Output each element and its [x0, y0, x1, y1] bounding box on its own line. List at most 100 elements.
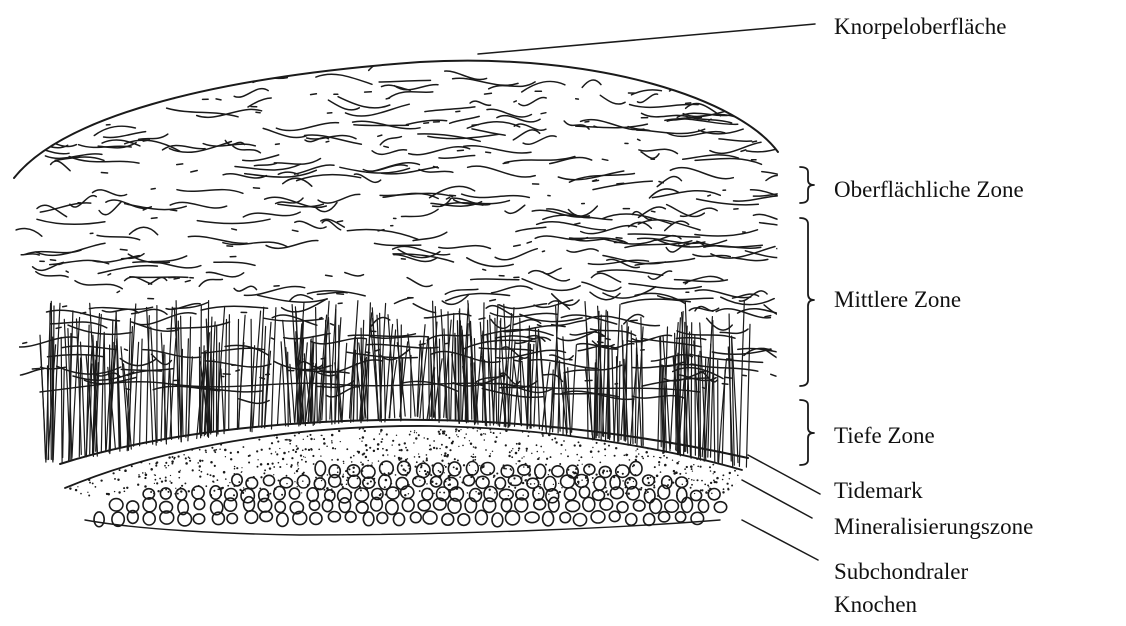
stipple-dot: [508, 455, 510, 457]
stipple-dot: [691, 468, 693, 470]
stipple-dot: [294, 481, 295, 482]
stipple-dot: [479, 465, 480, 466]
stipple-dot: [445, 434, 447, 436]
stipple-dot: [457, 460, 459, 462]
stipple-dot: [75, 489, 77, 491]
stipple-dot: [131, 461, 132, 462]
stipple-dot: [656, 475, 659, 478]
stipple-dot: [709, 466, 711, 468]
stipple-dot: [581, 479, 583, 481]
stipple-dot: [122, 435, 124, 437]
stipple-dot: [606, 470, 608, 472]
collagen-fibre: [372, 150, 406, 155]
stipple-dot: [286, 439, 288, 441]
stipple-dot: [471, 456, 473, 458]
stipple-dot: [514, 487, 516, 489]
stipple-dot: [441, 444, 443, 446]
stipple-dot: [362, 436, 365, 439]
stipple-dot: [658, 461, 660, 463]
stipple-dot: [414, 430, 415, 431]
stipple-dot: [722, 474, 724, 476]
bone-cell: [579, 486, 589, 498]
stipple-dot: [395, 490, 397, 492]
stipple-dot: [290, 439, 292, 441]
deep-fibre: [272, 308, 276, 429]
stipple-dot: [722, 479, 724, 481]
collagen-fibre: [278, 172, 298, 174]
stipple-dot: [380, 441, 382, 443]
bone-cell: [626, 514, 637, 526]
collagen-fibre: [552, 294, 579, 306]
leader-line-surface: [478, 24, 815, 54]
collagen-fibre: [316, 74, 372, 84]
stipple-dot: [83, 452, 85, 454]
stipple-dot: [713, 471, 715, 473]
stipple-dot: [477, 428, 479, 430]
stipple-dot: [177, 493, 179, 495]
stipple-dot: [726, 483, 728, 485]
stipple-dot: [467, 492, 469, 494]
stipple-dot: [168, 456, 170, 458]
stipple-dot: [294, 435, 296, 437]
collagen-fibre: [775, 105, 801, 110]
stipple-dot: [157, 490, 159, 492]
stipple-dot: [120, 463, 122, 465]
collagen-fibre: [61, 74, 103, 79]
stipple-dot: [289, 426, 291, 428]
stipple-dot: [365, 444, 368, 447]
collagen-fibre: [354, 174, 380, 182]
stipple-dot: [489, 429, 491, 431]
stipple-dot: [70, 481, 73, 484]
collagen-fibre: [98, 266, 157, 274]
collagen-fibre: [743, 83, 768, 91]
stipple-dot: [353, 455, 355, 457]
fibre-dash: [378, 135, 382, 136]
subchondral-bone-cells: [94, 461, 727, 527]
stipple-dot: [301, 459, 303, 461]
stipple-dot: [442, 431, 444, 433]
collagen-fibre: [297, 175, 361, 181]
fibre-dash: [337, 221, 342, 222]
bone-cell: [329, 475, 341, 487]
stipple-dot: [518, 460, 520, 462]
collagen-fibre: [593, 181, 652, 190]
stipple-dot: [728, 436, 730, 438]
stipple-dot: [522, 431, 523, 432]
deep-fibre: [201, 305, 202, 437]
stipple-dot: [647, 455, 649, 457]
collagen-fibre: [513, 130, 539, 140]
stipple-dot: [580, 434, 582, 436]
stipple-dot: [386, 433, 388, 435]
stipple-dot: [508, 486, 510, 488]
stipple-dot: [449, 483, 451, 485]
stipple-dot: [614, 455, 616, 457]
stipple-dot: [195, 428, 197, 430]
stipple-dot: [111, 462, 114, 465]
fibre-dash: [66, 271, 68, 272]
stipple-dot: [518, 450, 519, 451]
bone-cell: [543, 512, 554, 526]
stipple-dot: [266, 431, 269, 434]
stipple-dot: [370, 480, 372, 482]
collagen-fibre: [75, 102, 116, 112]
deep-fibre: [488, 320, 491, 425]
collagen-fibre: [605, 239, 656, 244]
stipple-dot: [456, 468, 459, 471]
stipple-dot: [331, 440, 333, 442]
stipple-dot: [331, 442, 333, 444]
stipple-dot: [561, 487, 562, 488]
stipple-dot: [135, 452, 137, 454]
stipple-dot: [485, 449, 487, 451]
fibre-dash: [256, 112, 260, 113]
stipple-dot: [185, 443, 187, 445]
collagen-fibre: [439, 246, 491, 249]
stipple-dot: [357, 478, 359, 480]
stipple-dot: [578, 441, 580, 443]
stipple-dot: [692, 426, 694, 428]
deep-fibre: [713, 321, 715, 463]
stipple-dot: [358, 451, 361, 454]
stipple-dot: [286, 475, 288, 477]
stipple-dot: [422, 460, 424, 462]
bone-cell: [506, 511, 520, 525]
collagen-fibre: [379, 80, 430, 82]
